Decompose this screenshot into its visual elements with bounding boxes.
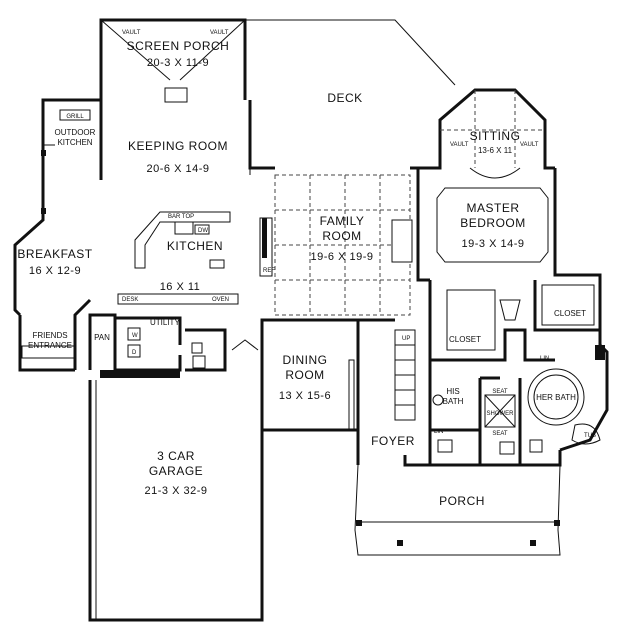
her-bath-name: HER BATH [536, 393, 576, 402]
pan-label: PAN [94, 333, 110, 342]
dw-label: DW [198, 228, 208, 234]
pantry-utility: PAN W D UTILITY [73, 298, 259, 378]
deck: DECK [327, 91, 362, 105]
dining-room: DINING ROOM 13 X 15-6 [262, 353, 358, 432]
dryer-label: D [132, 350, 137, 356]
dining-room-name-2: ROOM [285, 368, 324, 382]
master-bedroom: MASTER BEDROOM 19-3 X 14-9 [416, 167, 549, 282]
breakfast-dim: 16 X 12-9 [29, 265, 81, 277]
washer-label: W [132, 333, 138, 339]
friends-entrance-name-2: ENTRANCE [28, 341, 72, 350]
seat-label-2: SEAT [492, 431, 508, 437]
garage-name-1: 3 CAR [157, 449, 195, 463]
family-room-name-2: ROOM [322, 229, 361, 243]
bar-top-label: BAR TOP [168, 214, 194, 220]
family-room-name-1: FAMILY [320, 214, 365, 228]
keeping-room-name: KEEPING ROOM [128, 139, 228, 153]
grill-label: GRILL [66, 114, 84, 120]
outdoor-kitchen-name-1: OUTDOOR [55, 128, 96, 137]
stairs-up-label: UP [402, 336, 410, 342]
ref-label: REF [263, 268, 275, 274]
porch-name: PORCH [439, 494, 485, 508]
garage: 3 CAR GARAGE 21-3 X 32-9 [89, 380, 208, 620]
dining-room-name-1: DINING [283, 353, 328, 367]
master-closets: CLOSET CLOSET [428, 280, 600, 362]
his-bath-name-2: BATH [443, 397, 464, 406]
sitting-name: SITTING [470, 129, 521, 143]
her-lin-label: LIN [540, 356, 549, 362]
keeping-room-dim: 20-6 X 14-9 [147, 163, 210, 175]
friends-entrance: FRIENDS ENTRANCE [21, 331, 75, 359]
family-room-dim: 19-6 X 19-9 [311, 251, 374, 263]
screen-porch-name: SCREEN PORCH [127, 39, 230, 53]
foyer-name: FOYER [371, 434, 415, 448]
sitting-dim: 13-6 X 11 [478, 146, 513, 155]
deck-name: DECK [327, 91, 362, 105]
friends-entrance-name-1: FRIENDS [32, 331, 67, 340]
breakfast-name: BREAKFAST [17, 247, 92, 261]
kitchen-name: KITCHEN [167, 239, 223, 253]
closet-right-name: CLOSET [554, 309, 586, 318]
closet-left-name: CLOSET [449, 335, 481, 344]
outdoor-kitchen: GRILL OUTDOOR KITCHEN [41, 109, 96, 214]
sitting-area: SITTING 13-6 X 11 VAULT VAULT [440, 90, 545, 168]
tub-label: TUB [584, 433, 596, 439]
family-room: REF FAMILY ROOM 19-6 X 19-9 [259, 174, 413, 316]
oven-label: OVEN [212, 297, 229, 303]
exterior-walls [13, 18, 609, 622]
his-bath-name-1: HIS [446, 387, 459, 396]
foyer: FOYER [358, 318, 415, 448]
screen-porch-dim: 20-3 X 11-9 [147, 57, 209, 69]
master-bedroom-name-1: MASTER [466, 201, 519, 215]
garage-dim: 21-3 X 32-9 [145, 485, 208, 497]
screen-porch: SCREEN PORCH 20-3 X 11-9 VAULT VAULT [100, 19, 246, 103]
master-baths: HIS BATH LIN SEAT SHOWER SEAT LIN HER BA… [428, 345, 605, 465]
garage-name-2: GARAGE [149, 464, 203, 478]
kitchen-dim: 16 X 11 [160, 281, 201, 293]
keeping-room: KEEPING ROOM 20-6 X 14-9 [99, 100, 251, 180]
vault-label-2: VAULT [210, 30, 229, 36]
vault-label-1: VAULT [122, 30, 141, 36]
front-porch: PORCH [354, 464, 561, 556]
shower-name: SHOWER [487, 411, 515, 417]
outdoor-kitchen-name-2: KITCHEN [57, 138, 92, 147]
master-bedroom-name-2: BEDROOM [460, 216, 526, 230]
desk-label: DESK [122, 297, 138, 303]
stairs: UP [394, 329, 416, 421]
utility-name: UTILITY [150, 318, 180, 327]
seat-label-1: SEAT [492, 389, 508, 395]
vault-label-4: VAULT [520, 142, 539, 148]
breakfast-area: BREAKFAST 16 X 12-9 [17, 247, 92, 277]
kitchen: BAR TOP DW KITCHEN 16 X 11 DESK OVEN [117, 211, 239, 305]
dining-room-dim: 13 X 15-6 [279, 390, 331, 402]
his-lin-label: LIN [434, 429, 443, 435]
master-bedroom-dim: 19-3 X 14-9 [462, 238, 525, 250]
vault-label-3: VAULT [450, 142, 469, 148]
